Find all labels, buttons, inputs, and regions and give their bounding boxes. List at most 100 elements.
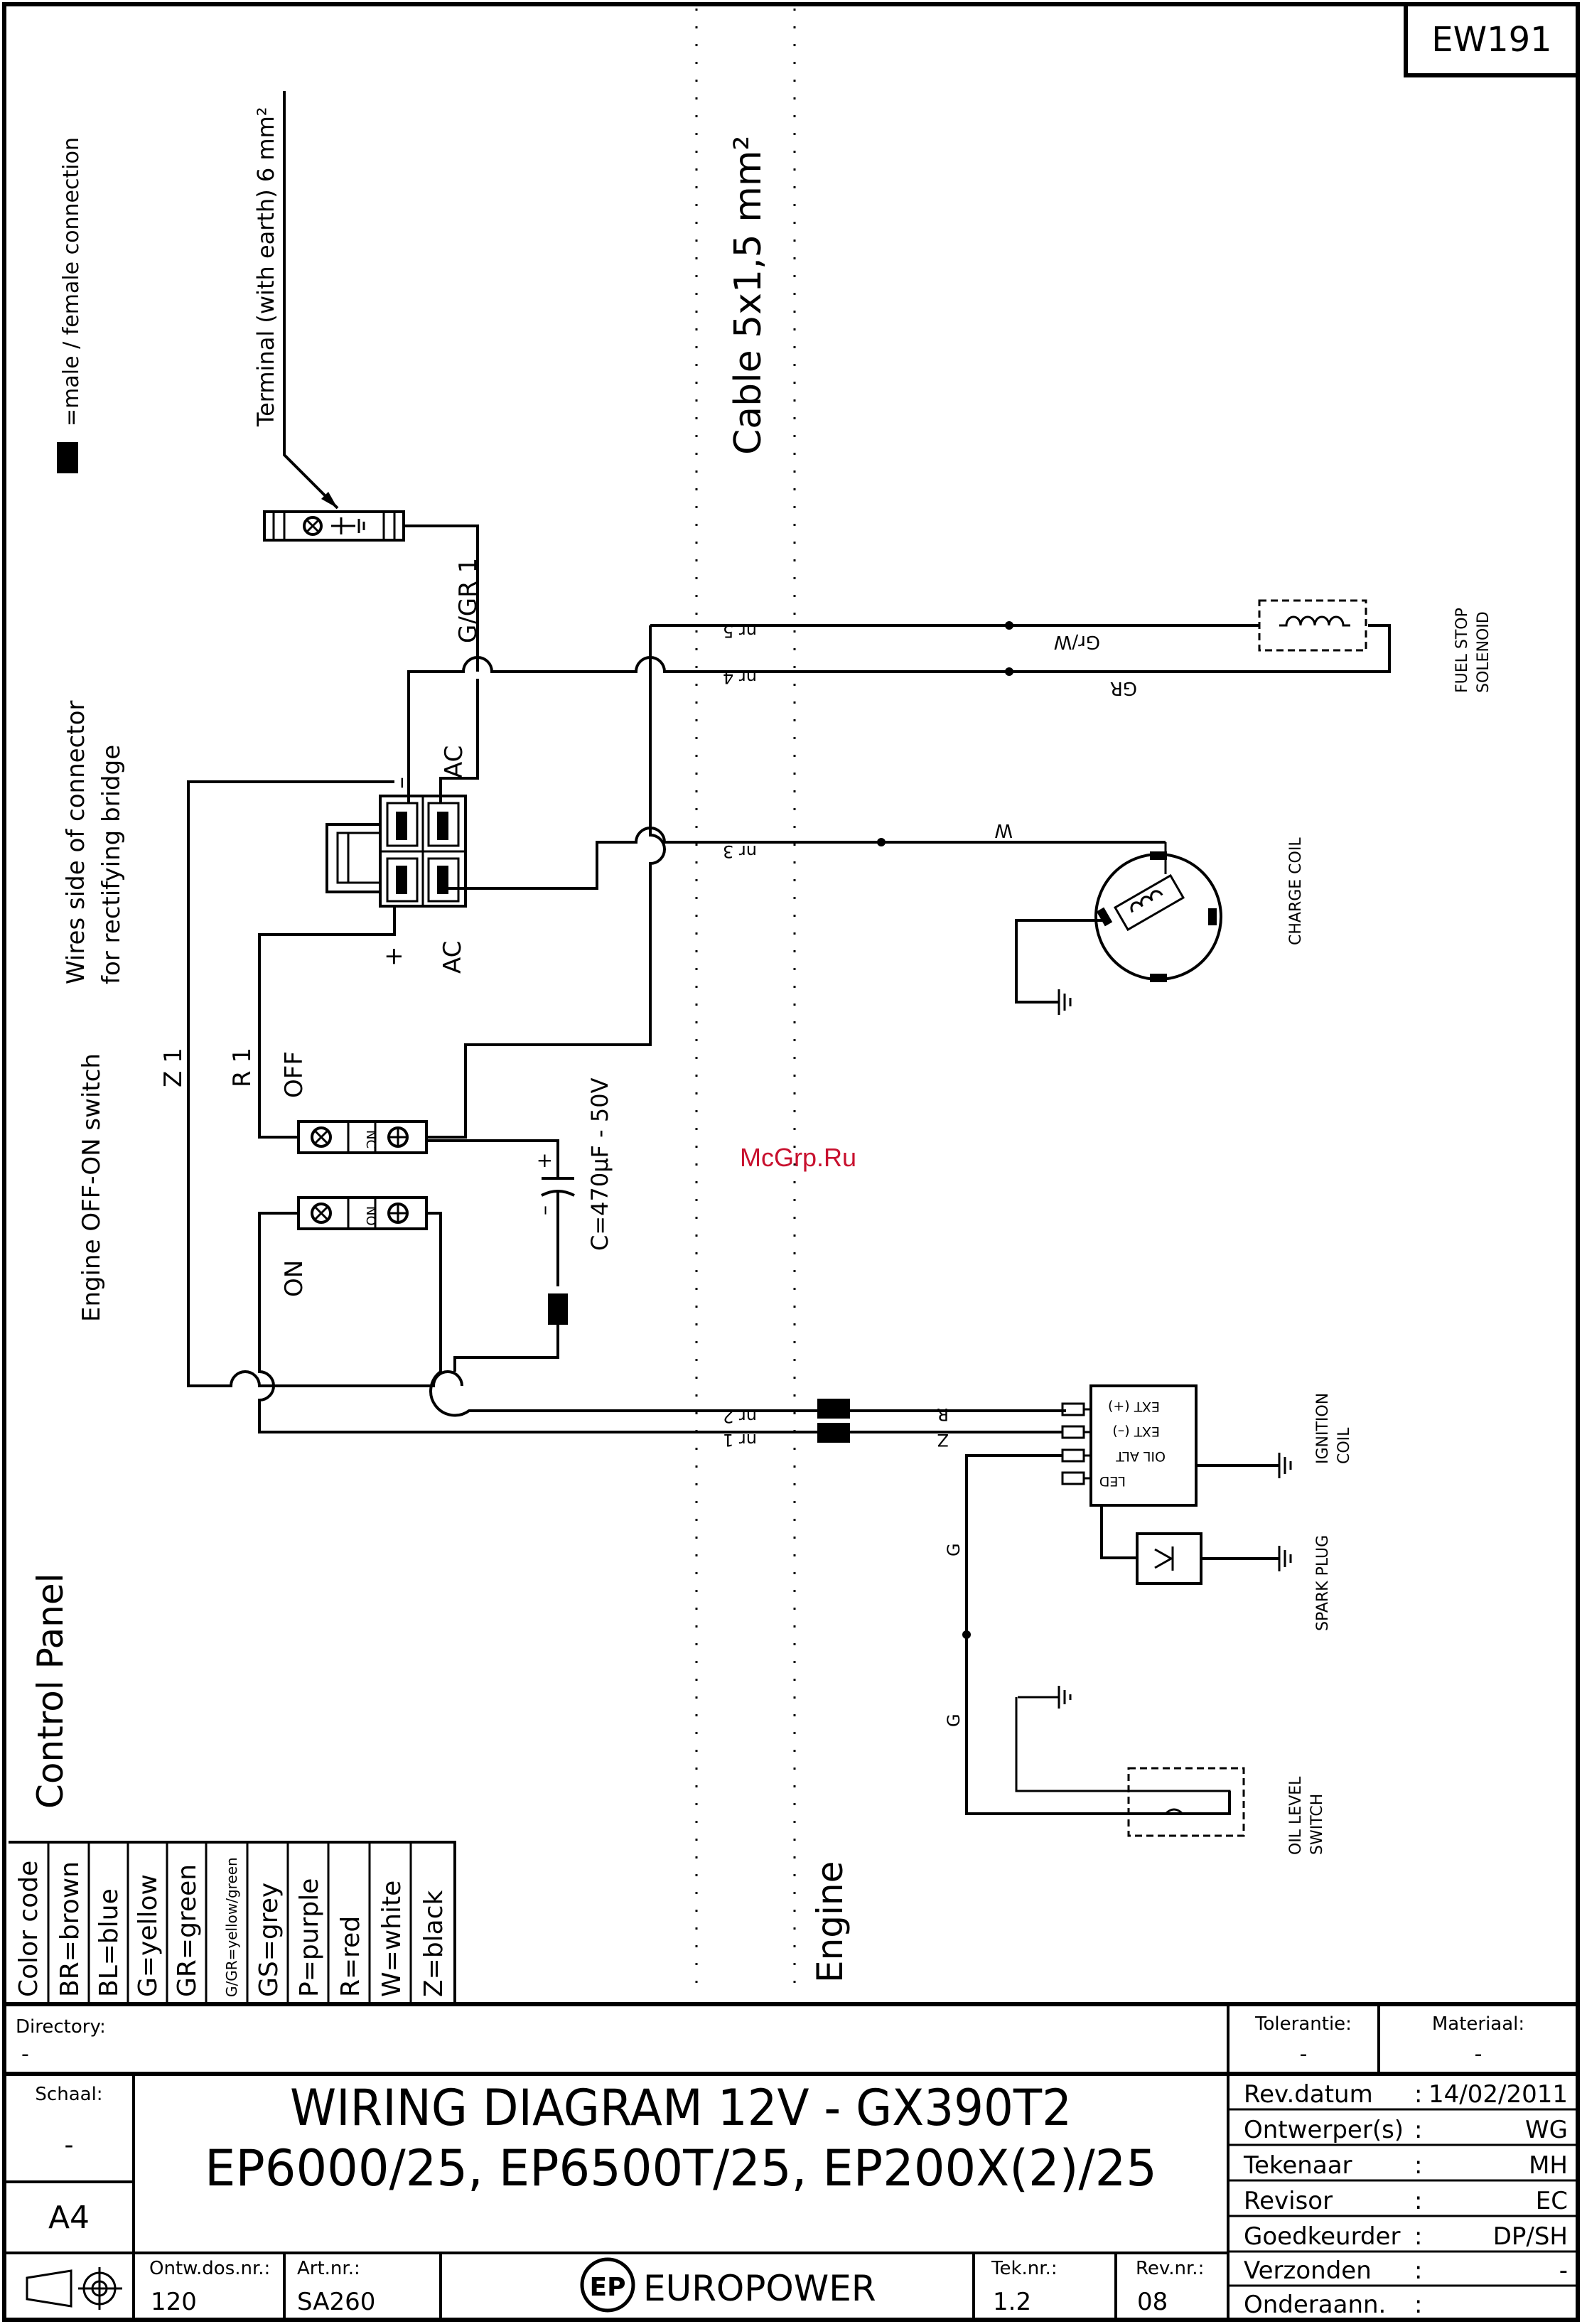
rev-date-value: 14/02/2011 (1428, 2080, 1568, 2109)
title-line-2: EP6000/25, EP6500T/25, EP200X(2)/25 (205, 2139, 1157, 2197)
pin-nr5: nr 5 (723, 621, 757, 641)
projection-symbol-icon (26, 2267, 122, 2310)
bridge-plus: + (380, 947, 408, 967)
switch-off-label: OFF (280, 1051, 308, 1098)
wire-g-oil (965, 1454, 1231, 1815)
module-pin-ext-minus: EXT (–) (1112, 1424, 1160, 1439)
title-line-1: WIRING DIAGRAM 12V - GX390T2 (290, 2079, 1072, 2137)
connector-legend-icon (57, 442, 78, 473)
wire-switch-feed (426, 625, 666, 1139)
junction-gr (1005, 667, 1013, 676)
color-code-header: Color code (14, 1861, 43, 1997)
color-code-w: W=white (377, 1881, 407, 1997)
oil-level-label-2: SWITCH (1308, 1794, 1326, 1855)
switch-label: Engine OFF-ON switch (77, 1053, 106, 1322)
terminal-wire (283, 91, 339, 510)
ignition-label-2: COIL (1335, 1427, 1353, 1464)
ignition-ground-icon (1278, 1453, 1292, 1478)
rectifier-label-2: for rectifying bridge (97, 745, 126, 984)
pin-nr2: nr 2 (723, 1406, 757, 1426)
rev-date-label: Rev.datum (1244, 2080, 1373, 2109)
doc-value: 120 (151, 2288, 197, 2316)
switch-on-contact (297, 1196, 428, 1230)
drawing-code: EW191 (1431, 20, 1551, 60)
bridge-ac-top: AC (440, 746, 468, 778)
capacitor-plus: + (532, 1153, 556, 1169)
ignition-label-1: IGNITION (1314, 1393, 1332, 1464)
oil-level-switch (1015, 1697, 1245, 1837)
art-label: Art.nr.: (297, 2258, 360, 2279)
section-engine: Engine (809, 1861, 851, 1983)
color-code-bl: BL=blue (95, 1888, 124, 1997)
reviser-value: EC (1536, 2187, 1568, 2215)
color-code-ggr: G/GR=yellow/green (223, 1857, 240, 1997)
wire-label-g2: G (944, 1714, 964, 1727)
rev-label: Rev.nr.: (1136, 2258, 1204, 2279)
capacitor-plate-2 (541, 1190, 575, 1197)
spark-ground-icon (1278, 1546, 1292, 1571)
sub-colon: : (1414, 2291, 1422, 2319)
fuel-stop-label-1: FUEL STOP (1453, 608, 1471, 693)
color-code-gs: GS=grey (254, 1883, 284, 1997)
bridge-minus: – (387, 777, 415, 789)
designer-colon: : (1414, 2116, 1422, 2144)
switch-nc-label: NC (363, 1130, 378, 1148)
wire-w-nr3 (444, 827, 1166, 890)
wire-gr-nr4 (407, 624, 1391, 675)
charge-coil (1015, 842, 1222, 1015)
module-pin-oil-alt: OIL ALT (1116, 1448, 1166, 1464)
approver-value: DP/SH (1493, 2222, 1568, 2251)
switch-no-label: NO (363, 1206, 378, 1226)
color-code-gr: GR=green (173, 1864, 202, 1997)
spark-plug-label: SPARK PLUG (1314, 1535, 1332, 1631)
title-block (4, 2002, 1578, 2320)
color-code-g: G=yellow (134, 1874, 163, 1997)
cable-label: Cable 5x1,5 mm² (727, 136, 770, 455)
rev-value: 08 (1137, 2288, 1168, 2316)
drawer-label: Tekenaar (1243, 2151, 1352, 2180)
wire-on-nr1 (258, 1212, 817, 1433)
scale-value: - (65, 2131, 74, 2160)
wire-ac-link (439, 679, 479, 803)
wire-label-z1: Z 1 (159, 1048, 188, 1087)
module-pin-ext-plus: EXT (+) (1108, 1399, 1160, 1414)
tolerance-value: - (1300, 2042, 1308, 2067)
sent-value: - (1559, 2256, 1568, 2285)
wire-z1 (187, 780, 463, 1387)
directory-value: - (21, 2042, 29, 2067)
directory-label: Directory: (16, 2016, 106, 2038)
capacitor-connector (548, 1293, 568, 1325)
art-value: SA260 (297, 2288, 375, 2316)
connector-nr2 (817, 1399, 850, 1419)
wire-r1 (258, 906, 396, 1139)
oil-ground-icon (1018, 1686, 1072, 1709)
wire-capacitor-return (453, 1325, 559, 1372)
wire-label-g1: G (944, 1543, 964, 1556)
designer-label: Ontwerper(s) (1244, 2116, 1404, 2144)
wire-label-r1: R 1 (228, 1048, 257, 1087)
wire-label-r: R (937, 1404, 949, 1424)
wire-ggr1 (404, 524, 479, 667)
europower-logo-icon: EP (580, 2257, 635, 2313)
connector-legend-text: =male / female connection (59, 137, 84, 426)
earth-terminal (263, 510, 405, 542)
drawer-value: MH (1529, 2151, 1568, 2180)
tek-label: Tek.nr.: (991, 2258, 1058, 2279)
connector-nr1 (817, 1423, 850, 1443)
wire-spark-plug (1100, 1505, 1137, 1559)
junction-grw (1005, 621, 1013, 630)
oil-level-label-1: OIL LEVEL (1287, 1776, 1305, 1855)
pin-nr4: nr 4 (723, 667, 757, 687)
material-label: Materiaal: (1432, 2013, 1524, 2035)
reviser-label: Revisor (1244, 2187, 1333, 2215)
junction-w (877, 838, 886, 846)
fuel-stop-label-2: SOLENOID (1475, 611, 1492, 693)
watermark: McGrp.Ru (739, 1143, 857, 1172)
bridge-ac-bottom: AC (438, 941, 467, 974)
brand-name: EUROPOWER (643, 2268, 876, 2309)
wire-capacitor (426, 1139, 559, 1286)
pin-nr3: nr 3 (723, 841, 757, 861)
rectifier-label-1: Wires side of connector (62, 701, 90, 984)
